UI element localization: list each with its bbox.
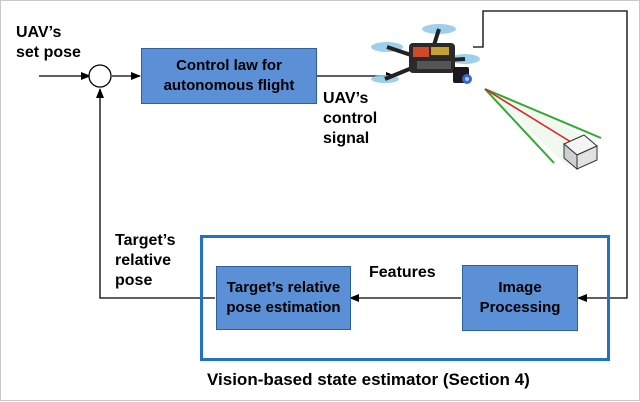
image-processing-block: Image Processing xyxy=(462,265,578,331)
estimator-caption: Vision-based state estimator (Section 4) xyxy=(207,370,530,389)
features-label: Features xyxy=(369,264,436,281)
relative-pose-feedback-line xyxy=(96,88,215,299)
summing-junction-icon xyxy=(88,64,112,88)
relative-pose-label: Target’s relative pose xyxy=(115,232,176,289)
vision-estimator-frame xyxy=(200,235,610,361)
control-signal-label: UAV’s control signal xyxy=(323,90,378,147)
quadrotor-drone-icon xyxy=(371,24,480,84)
cube-target-icon xyxy=(563,134,598,171)
set-pose-label: UAV’s set pose xyxy=(16,24,81,61)
control-law-block: Control law for autonomous flight xyxy=(141,48,317,104)
camera-feedback-line xyxy=(473,10,628,302)
pose-estimation-block: Target’s relative pose estimation xyxy=(216,266,351,330)
